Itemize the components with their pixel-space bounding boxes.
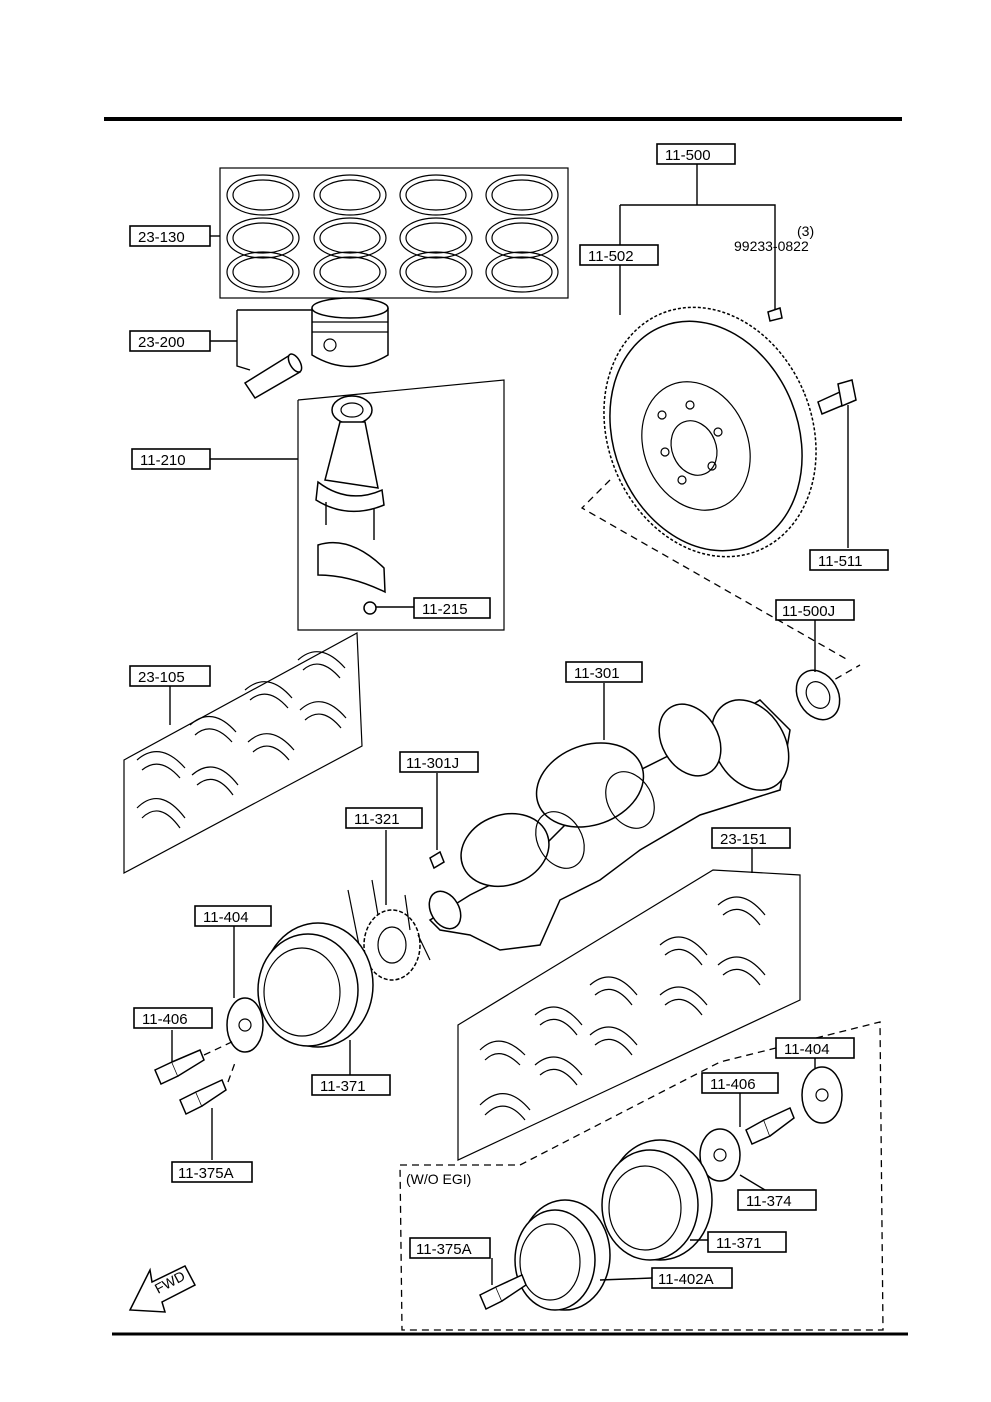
timing-gear	[347, 830, 431, 981]
callout-11-406-right: 11-406	[701, 1072, 779, 1094]
callout-11-301: 11-301	[565, 661, 643, 683]
forward-arrow: FWD	[128, 1265, 197, 1313]
callout-11-502: 11-502	[579, 244, 659, 266]
wo-egi-variant-group	[399, 1021, 884, 1331]
svg-text:11-500: 11-500	[665, 147, 711, 164]
pulley-bolt-alt	[739, 1093, 795, 1145]
callout-23-151: 23-151	[711, 827, 791, 849]
svg-text:11-406: 11-406	[142, 1011, 188, 1028]
callout-11-215: 11-215	[413, 597, 491, 619]
crankshaft	[428, 683, 791, 951]
svg-text:11-371: 11-371	[320, 1078, 366, 1095]
pulley-bolt	[154, 1030, 237, 1086]
connecting-rod-assembly	[297, 379, 505, 631]
alignment-line-flywheel	[580, 479, 849, 661]
svg-text:11-371: 11-371	[716, 1235, 762, 1252]
callout-11-301J: 11-301J	[399, 751, 479, 773]
svg-text:11-301J: 11-301J	[406, 755, 459, 772]
pulley-washer-alt	[801, 1058, 843, 1124]
svg-text:11-210: 11-210	[140, 452, 186, 469]
flywheel-bolt	[817, 379, 857, 548]
svg-text:11-215: 11-215	[422, 601, 468, 618]
callout-11-402A: 11-402A	[651, 1267, 733, 1289]
callout-11-210: 11-210	[131, 448, 298, 470]
svg-text:11-321: 11-321	[354, 811, 400, 828]
svg-text:11-404: 11-404	[203, 909, 249, 926]
bolt-quantity: (3)	[797, 223, 814, 239]
pulley-hub	[699, 1128, 766, 1191]
callout-11-374: 11-374	[737, 1189, 817, 1211]
callout-11-371-left: 11-371	[311, 1074, 391, 1096]
callout-11-375A-right: 11-375A	[409, 1237, 491, 1259]
callout-11-375A-left: 11-375A	[171, 1161, 253, 1183]
callout-11-371-right: 11-371	[707, 1231, 787, 1253]
callout-11-511: 11-511	[809, 549, 889, 571]
svg-text:23-200: 23-200	[138, 334, 185, 351]
pulley-lock-bolt-alt	[479, 1258, 527, 1311]
callout-11-406-left: 11-406	[133, 1007, 213, 1029]
piston-rings-set	[219, 167, 569, 299]
svg-text:11-375A: 11-375A	[178, 1165, 234, 1182]
svg-text:11-406: 11-406	[710, 1076, 756, 1093]
callout-23-105: 23-105	[129, 665, 211, 725]
crankshaft-key	[429, 773, 445, 870]
pilot-bearing	[795, 620, 841, 721]
flywheel	[603, 163, 817, 558]
svg-text:23-105: 23-105	[138, 669, 185, 686]
callout-11-404-left: 11-404	[194, 905, 272, 927]
svg-text:23-151: 23-151	[720, 831, 767, 848]
svg-text:11-500J: 11-500J	[782, 603, 835, 620]
piston-and-pin	[236, 297, 389, 400]
callout-11-321: 11-321	[345, 807, 423, 829]
callout-11-500: 11-500	[656, 143, 736, 165]
callout-11-500J: 11-500J	[775, 599, 855, 621]
svg-text:11-502: 11-502	[588, 248, 634, 265]
variant-note: (W/O EGI)	[406, 1171, 471, 1187]
pulley-washer	[226, 926, 264, 1053]
svg-text:11-402A: 11-402A	[658, 1271, 714, 1288]
callout-23-130: 23-130	[129, 225, 220, 247]
svg-text:11-301: 11-301	[574, 665, 620, 682]
svg-text:11-374: 11-374	[746, 1193, 792, 1210]
callout-23-200: 23-200	[129, 330, 237, 352]
svg-text:11-511: 11-511	[818, 553, 862, 570]
conrod-bearings-set	[123, 632, 363, 875]
svg-text:23-130: 23-130	[138, 229, 185, 246]
bolt-part-number: 99233-0822	[734, 238, 809, 254]
crankshaft-pulley-alt	[601, 1139, 713, 1261]
main-bearings-set	[457, 848, 801, 1161]
pulley-lock-bolt	[179, 1059, 237, 1160]
pulley-damper	[514, 1199, 653, 1311]
svg-text:11-404: 11-404	[784, 1041, 830, 1058]
crankshaft-pulley	[257, 922, 374, 1075]
callout-11-404-right: 11-404	[775, 1037, 855, 1059]
svg-text:11-375A: 11-375A	[416, 1241, 472, 1258]
